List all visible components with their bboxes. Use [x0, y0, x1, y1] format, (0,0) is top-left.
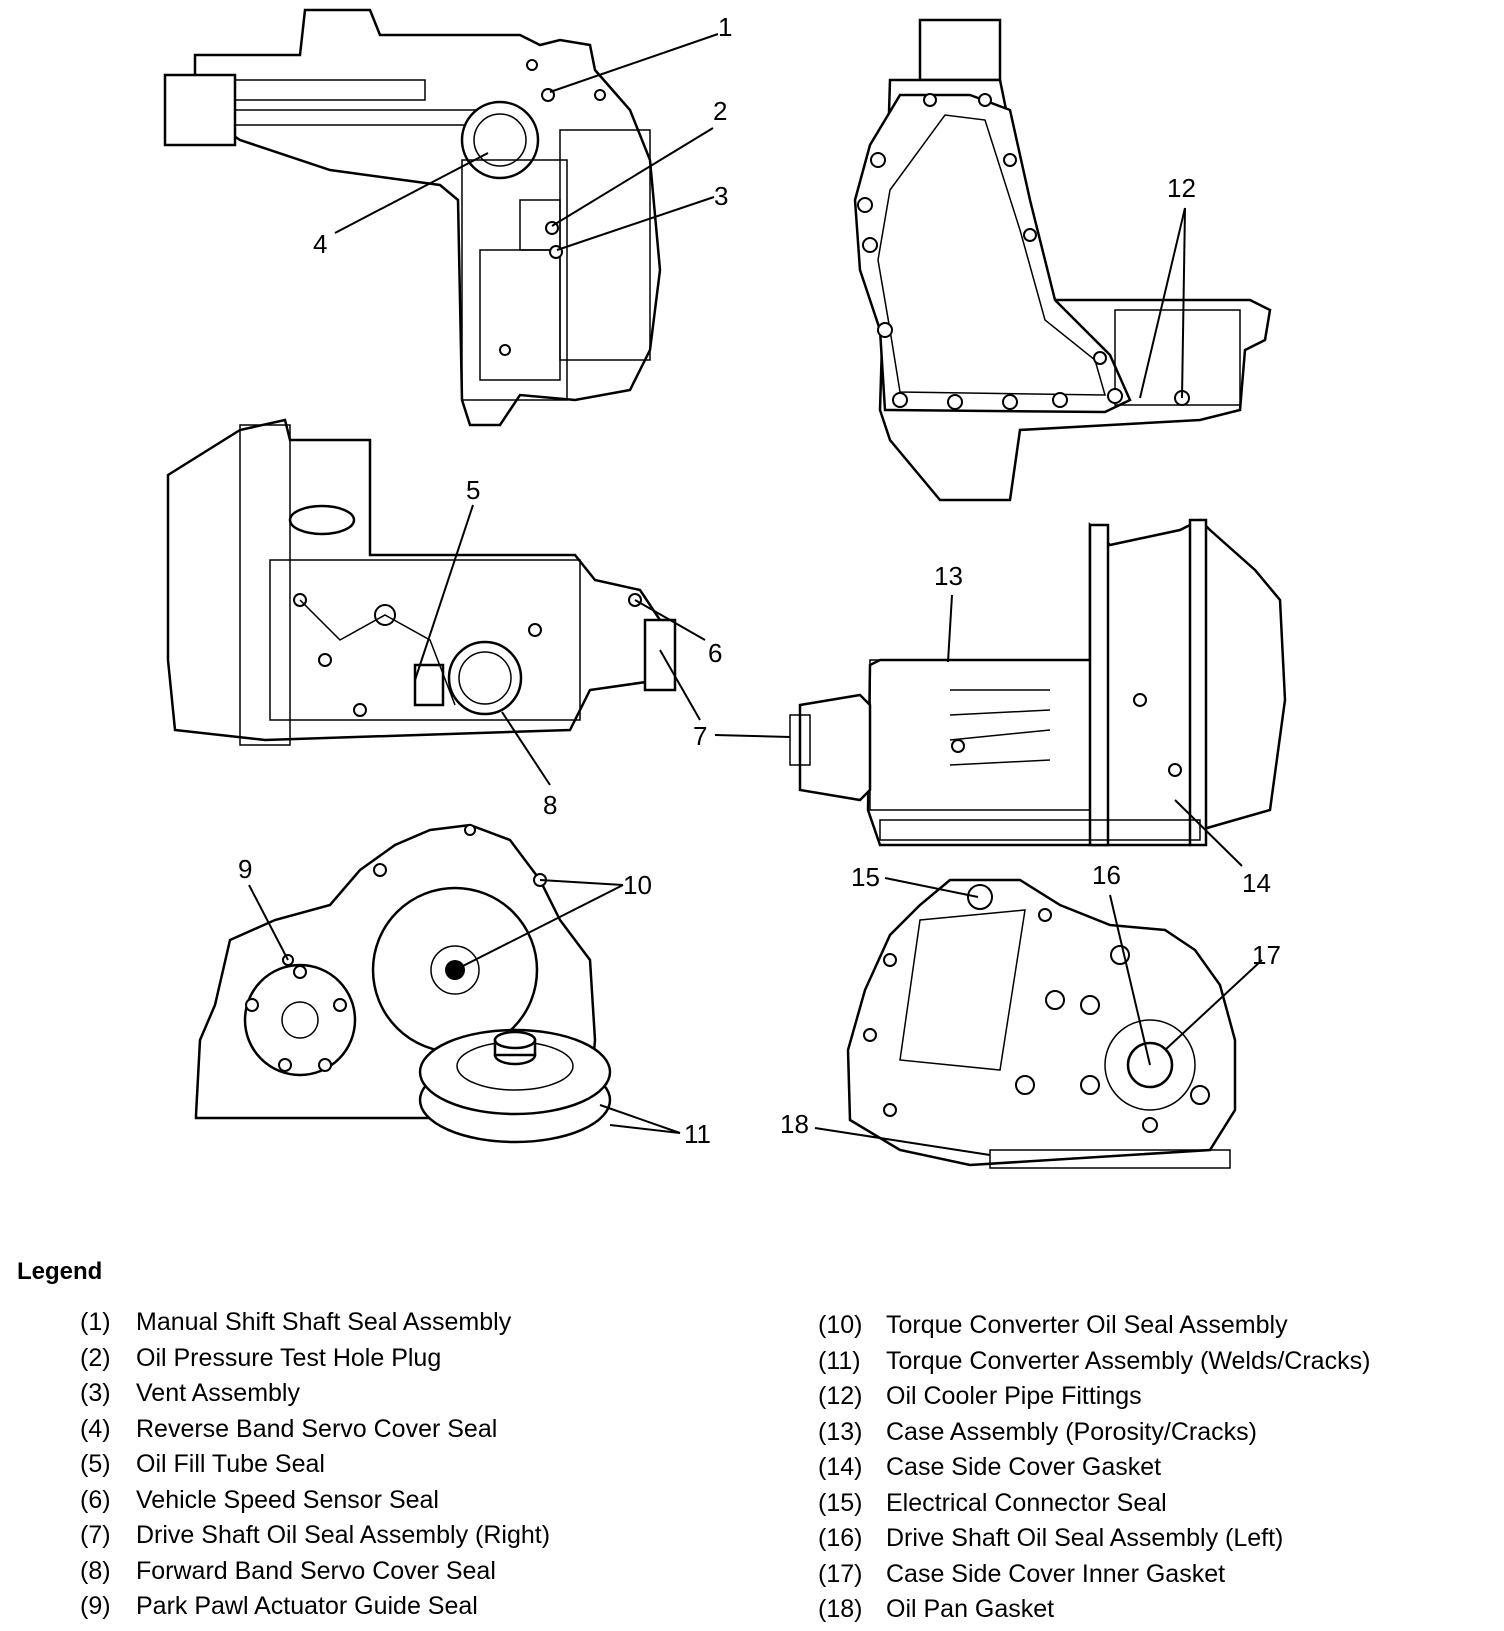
legend-item-number: (13) — [818, 1417, 863, 1446]
legend-item-number: (7) — [80, 1521, 111, 1549]
legend-item-label: Oil Pressure Test Hole Plug — [136, 1343, 442, 1372]
legend-item-label: Park Pawl Actuator Guide Seal — [136, 1592, 478, 1620]
legend-item-number: (11) — [818, 1346, 861, 1375]
legend-item: (14) Case Side Cover Gasket — [818, 1453, 1498, 1489]
legend-item-number: (12) — [818, 1382, 863, 1410]
legend-item: (12) Oil Cooler Pipe Fittings — [818, 1382, 1498, 1418]
legend-item: (18) Oil Pan Gasket — [818, 1595, 1498, 1631]
legend-item-number: (8) — [80, 1556, 111, 1585]
legend-item: (9) Park Pawl Actuator Guide Seal — [80, 1592, 760, 1628]
callout-12: 12 — [1167, 173, 1196, 203]
legend-item: (17) Case Side Cover Inner Gasket — [818, 1560, 1498, 1596]
legend-item-label: Case Side Cover Inner Gasket — [886, 1559, 1226, 1588]
legend-item-number: (10) — [818, 1311, 863, 1339]
callout-5: 5 — [466, 475, 480, 505]
view-bottom-right — [846, 878, 1237, 1169]
legend-item-label: Reverse Band Servo Cover Seal — [136, 1414, 498, 1443]
callout-4: 4 — [313, 229, 327, 259]
legend-item-label: Forward Band Servo Cover Seal — [136, 1556, 496, 1585]
callout-13: 13 — [934, 561, 963, 591]
callout-6: 6 — [708, 638, 722, 668]
legend-item-label: Vehicle Speed Sensor Seal — [136, 1485, 439, 1514]
legend-item-label: Electrical Connector Seal — [886, 1488, 1167, 1517]
legend-item: (8) Forward Band Servo Cover Seal — [80, 1557, 760, 1593]
legend-item-label: Torque Converter Oil Seal Assembly — [886, 1311, 1288, 1339]
legend-item-number: (16) — [818, 1524, 863, 1552]
legend-item: (10) Torque Converter Oil Seal Assembly — [818, 1311, 1498, 1347]
legend-item-label: Torque Converter Assembly (Welds/Cracks) — [886, 1346, 1371, 1375]
callout-7: 7 — [693, 721, 707, 751]
view-top-left — [163, 8, 662, 427]
legend-item-number: (2) — [80, 1343, 111, 1372]
transmission-leak-points-diagram: 1 2 3 4 5 6 7 8 9 10 11 12 13 14 15 16 1… — [163, 8, 1287, 1169]
callout-8: 8 — [543, 790, 557, 820]
legend-item: (3) Vent Assembly — [80, 1379, 760, 1415]
legend-list-right: (10)Torque Converter Oil Seal Assembly(1… — [818, 1311, 1498, 1631]
view-middle-right — [789, 518, 1287, 847]
legend-item: (1) Manual Shift Shaft Seal Assembly — [80, 1308, 760, 1344]
view-top-right — [853, 18, 1272, 502]
legend-item: (15) Electrical Connector Seal — [818, 1489, 1498, 1525]
legend-item: (4) Reverse Band Servo Cover Seal — [80, 1415, 760, 1451]
legend-item: (11) Torque Converter Assembly (Welds/Cra… — [818, 1347, 1498, 1383]
callout-10: 10 — [623, 870, 652, 900]
legend-item-label: Case Side Cover Gasket — [886, 1453, 1162, 1481]
callout-16: 16 — [1092, 860, 1121, 890]
callout-14: 14 — [1242, 868, 1271, 898]
legend-item-label: Oil Pan Gasket — [886, 1595, 1055, 1623]
legend-item-label: Drive Shaft Oil Seal Assembly (Right) — [136, 1521, 551, 1549]
view-bottom-left — [194, 823, 612, 1144]
legend-item-number: (3) — [80, 1379, 111, 1407]
legend-title: Legend — [17, 1258, 103, 1285]
legend-item-label: Drive Shaft Oil Seal Assembly (Left) — [886, 1524, 1284, 1552]
callout-15: 15 — [851, 862, 880, 892]
callout-labels: 1 2 3 4 5 6 7 8 9 10 11 12 13 14 15 16 1… — [238, 12, 1281, 1149]
gasket-bolts-b — [857, 93, 1190, 410]
leader-lines — [248, 33, 1263, 1156]
callout-18: 18 — [780, 1109, 809, 1139]
legend-item-label: Oil Cooler Pipe Fittings — [886, 1382, 1142, 1410]
callout-11: 11 — [684, 1119, 711, 1149]
legend-item-label: Vent Assembly — [136, 1379, 300, 1407]
legend-item-number: (14) — [818, 1453, 863, 1481]
legend-item-number: (9) — [80, 1592, 111, 1620]
legend-item: (2) Oil Pressure Test Hole Plug — [80, 1344, 760, 1380]
view-middle-left — [166, 418, 677, 746]
callout-1: 1 — [718, 12, 732, 42]
legend-item-label: Case Assembly (Porosity/Cracks) — [886, 1417, 1257, 1446]
callout-3: 3 — [714, 181, 728, 211]
legend-item: (13) Case Assembly (Porosity/Cracks) — [818, 1418, 1498, 1454]
legend-item-number: (18) — [818, 1595, 863, 1623]
legend-list-left: (1) Manual Shift Shaft Seal Assembly (2) Oi… — [80, 1308, 760, 1628]
torque-converter — [418, 1028, 612, 1144]
legend-item-number: (17) — [818, 1559, 863, 1588]
legend-item: (5) Oil Fill Tube Seal — [80, 1450, 760, 1486]
legend-item-number: (15) — [818, 1488, 863, 1517]
legend-item-number: (5) — [80, 1450, 111, 1478]
callout-2: 2 — [713, 96, 727, 126]
callout-17: 17 — [1252, 940, 1281, 970]
legend-item: (6) Vehicle Speed Sensor Seal — [80, 1486, 760, 1522]
legend-item-label: Manual Shift Shaft Seal Assembly — [136, 1308, 512, 1336]
legend-item: (7) Drive Shaft Oil Seal Assembly (Right) — [80, 1521, 760, 1557]
legend-item-number: (6) — [80, 1485, 111, 1514]
legend-item-label: Oil Fill Tube Seal — [136, 1450, 325, 1478]
legend-item-number: (1) — [80, 1308, 111, 1336]
legend-item: (16) Drive Shaft Oil Seal Assembly (Left) — [818, 1524, 1498, 1560]
callout-9: 9 — [238, 854, 252, 884]
legend-item-number: (4) — [80, 1414, 111, 1443]
